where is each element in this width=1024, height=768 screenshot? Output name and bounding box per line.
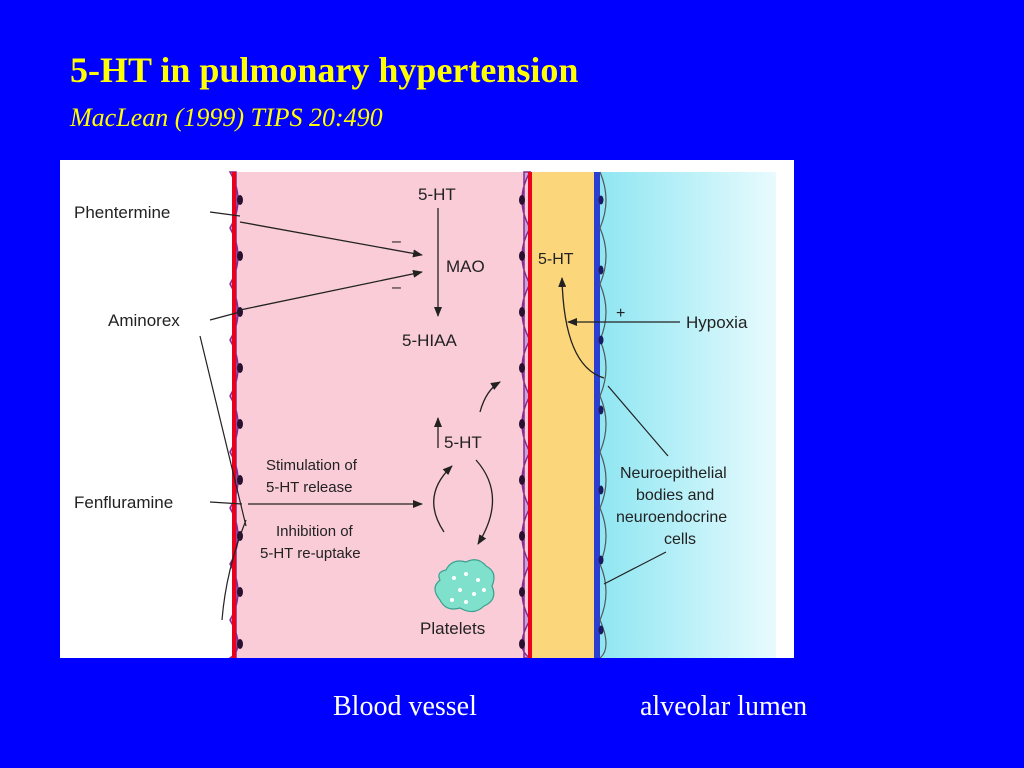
nuclei-right xyxy=(519,195,525,649)
plus-sign: + xyxy=(616,305,625,322)
arrow-release-cycle xyxy=(433,465,453,533)
label-hypoxia: Hypoxia xyxy=(686,313,748,332)
label-5ht-interstitium: 5-HT xyxy=(538,251,574,268)
vessel-wall-left xyxy=(232,172,236,658)
label-stimulation-2: 5-HT release xyxy=(266,479,352,496)
arrow-uptake-cycle xyxy=(475,459,494,545)
pathway-diagram-svg: Phentermine Aminorex Fenfluramine – – 5-… xyxy=(74,171,776,658)
label-inhibition-1: Inhibition of xyxy=(276,523,354,540)
label-inhibition-2: 5-HT re-uptake xyxy=(260,545,361,562)
minus-sign-2: – xyxy=(392,279,401,296)
caption-alveolar-lumen: alveolar lumen xyxy=(640,691,808,722)
platelet-shape xyxy=(434,559,495,613)
label-neb-3: neuroendocrine xyxy=(616,509,727,526)
neb-leader-upper xyxy=(607,385,669,457)
platelet-granules xyxy=(450,572,486,604)
label-phentermine: Phentermine xyxy=(74,203,170,222)
pathway-diagram: Phentermine Aminorex Fenfluramine – – 5-… xyxy=(60,160,794,658)
alveolar-lumen xyxy=(600,172,776,658)
label-neb-1: Neuroepithelial xyxy=(620,465,727,482)
slide-title: 5-HT in pulmonary hypertension xyxy=(70,50,579,90)
fenfluramine-leader xyxy=(209,501,243,505)
minus-sign-1: – xyxy=(392,233,401,250)
arrow-neb-to-5ht xyxy=(558,277,605,379)
label-5hiaa: 5-HIAA xyxy=(402,331,457,350)
arrow-5ht-out xyxy=(479,381,501,413)
aminorex-leader xyxy=(209,311,241,321)
label-5ht-top: 5-HT xyxy=(418,185,456,204)
label-stimulation-1: Stimulation of xyxy=(266,457,358,474)
caption-blood-vessel: Blood vessel xyxy=(333,691,477,722)
phentermine-leader xyxy=(209,211,241,217)
arrow-phentermine-mao xyxy=(239,221,423,258)
fenfluramine-lower-leader xyxy=(221,519,247,621)
label-5ht-mid: 5-HT xyxy=(444,433,482,452)
epithelium-wave xyxy=(599,171,607,658)
arrow-aminorex-mao xyxy=(239,269,423,311)
interstitium-layer xyxy=(532,172,594,658)
label-mao: MAO xyxy=(446,257,485,276)
label-neb-2: bodies and xyxy=(636,487,714,504)
label-fenfluramine: Fenfluramine xyxy=(74,493,173,512)
aminorex-long-leader xyxy=(199,335,247,527)
slide-citation: MacLean (1999) TIPS 20:490 xyxy=(70,103,383,132)
label-aminorex: Aminorex xyxy=(108,311,180,330)
label-platelets: Platelets xyxy=(420,619,485,638)
nuclei-epithelium xyxy=(598,195,604,635)
vessel-wall-right xyxy=(528,172,532,658)
neb-leader-lower xyxy=(603,551,667,585)
label-neb-4: cells xyxy=(664,531,696,548)
epithelium-layer xyxy=(594,172,600,658)
